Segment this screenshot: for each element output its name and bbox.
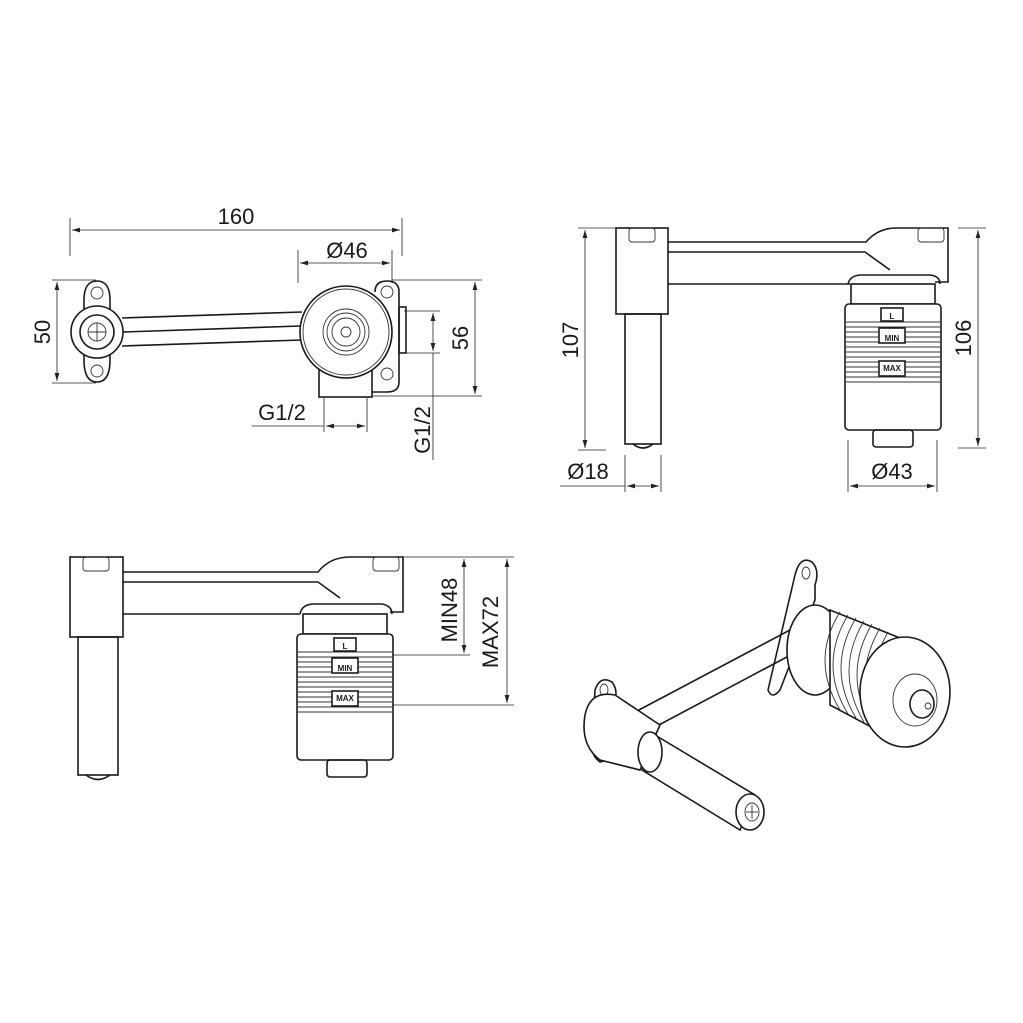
dimension-diameter-18: Ø18: [560, 455, 662, 492]
dimension-label: Ø46: [326, 238, 368, 263]
isometric-view: [583, 559, 951, 832]
dimension-min48: MIN48: [392, 556, 470, 656]
dimension-107: 107: [558, 227, 616, 451]
dimension-label: MAX72: [478, 596, 503, 668]
front-view: 160 Ø46 50 56 G1/2: [30, 204, 482, 460]
dimension-label: 56: [448, 326, 473, 350]
depth-view: MIN48 MAX72: [69, 556, 514, 781]
dimension-diameter-46: Ø46: [297, 238, 393, 283]
dimension-label: 50: [30, 320, 55, 344]
arm-side: [668, 227, 949, 285]
side-view: 107 106 Ø18 Ø43: [558, 227, 986, 492]
max-mark: MAX: [883, 364, 901, 373]
dimension-max72: MAX72: [392, 556, 514, 706]
dimension-label: Ø43: [871, 459, 913, 484]
dimension-label: 160: [218, 204, 255, 229]
iso-arm: [619, 629, 801, 736]
pipe-body: [615, 227, 669, 449]
dimension-106: 106: [951, 227, 986, 449]
lock-mark: L: [343, 642, 348, 651]
dimension-label: G1/2: [258, 400, 306, 425]
dimension-50: 50: [30, 279, 96, 384]
iso-bracket: [767, 559, 818, 696]
dimension-160: 160: [69, 204, 403, 256]
min-mark: MIN: [338, 664, 353, 673]
dimension-label: G1/2: [410, 406, 435, 454]
max-mark: MAX: [336, 694, 354, 703]
dimension-56: 56: [372, 279, 482, 397]
iso-flange-pipe: [583, 679, 765, 832]
iso-cartridge: [786, 604, 951, 748]
dimension-g12-vertical: G1/2: [404, 310, 440, 460]
cartridge-side: L MIN MAX: [844, 283, 942, 448]
lock-mark: L: [890, 312, 895, 321]
arm-depth: [123, 556, 404, 615]
dimension-label: MIN48: [437, 578, 462, 643]
wall-flange-left: [70, 280, 124, 383]
pipe-body-depth: [69, 556, 124, 781]
connecting-arm: [121, 311, 303, 347]
dimension-label: 106: [951, 320, 976, 357]
dimension-label: Ø18: [567, 459, 609, 484]
dimension-label: 107: [558, 322, 583, 359]
dimension-diameter-43: Ø43: [847, 440, 938, 492]
cartridge-depth: L MIN MAX: [296, 613, 394, 778]
min-mark: MIN: [885, 334, 900, 343]
dimension-g12-horizontal: G1/2: [252, 398, 368, 432]
valve-body-front: [299, 285, 393, 379]
